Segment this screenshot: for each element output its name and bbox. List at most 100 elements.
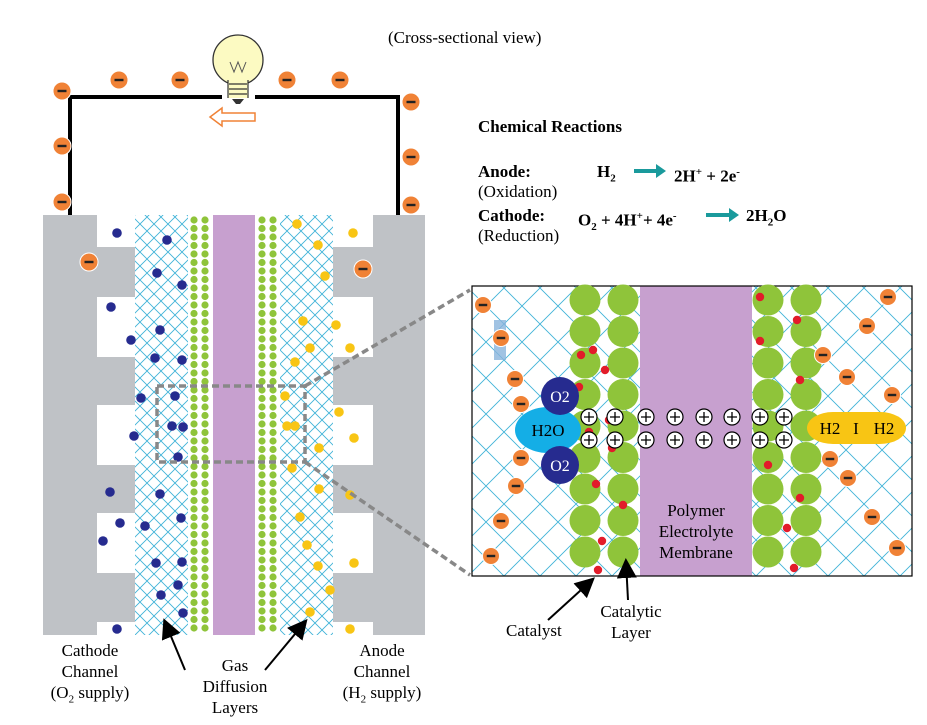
catalyst-particle <box>190 386 198 394</box>
catalytic-layer-label: Catalytic Layer <box>595 601 667 643</box>
catalyst-particle <box>269 437 277 445</box>
catalyst-particle <box>190 556 198 564</box>
anode-sub: (Oxidation) <box>478 182 558 201</box>
oxygen-molecule-bottom: O2 <box>541 446 579 484</box>
electron <box>401 147 421 167</box>
catalyst-particle <box>201 445 209 454</box>
catalyst-particle-large <box>569 284 601 316</box>
hydrogen-dot <box>292 219 302 229</box>
catalyst-particle <box>269 530 277 539</box>
catalyst-particle <box>258 403 266 411</box>
catalyst-particle-large <box>569 316 601 347</box>
catalyst-particle <box>269 369 277 377</box>
catalyst-particle <box>190 360 198 369</box>
catalyst-particle-large <box>607 347 639 379</box>
catalyst-particle <box>258 615 266 624</box>
catalyst-particle <box>190 590 198 598</box>
catalyst-particle <box>269 224 277 233</box>
hydrogen-dot <box>349 433 359 443</box>
catalyst-particle <box>190 301 198 309</box>
electron <box>52 192 72 212</box>
catalyst-particle <box>269 607 277 615</box>
catalyst-red-dot <box>755 336 765 346</box>
catalyst-particle <box>269 267 277 275</box>
catalyst-label: Catalyst <box>506 621 562 640</box>
catalyst-particle <box>258 590 266 598</box>
electron <box>821 450 839 468</box>
oxygen-dot <box>115 518 125 528</box>
hydrogen-dot <box>287 463 297 473</box>
catalyst-particle <box>190 284 198 292</box>
proton <box>775 408 793 426</box>
catalyst-particle <box>201 394 209 403</box>
catalyst-particle <box>190 216 198 224</box>
catalyst-particle <box>190 224 198 233</box>
zoom-membrane <box>640 286 752 576</box>
electron <box>492 512 510 530</box>
catalyst-particle <box>201 403 209 411</box>
o2-text-top: O2 <box>550 389 570 406</box>
catalyst-particle <box>190 471 198 479</box>
anode-channel-label: Anode Channel (H2 supply) <box>330 640 434 710</box>
catalyst-particle <box>269 488 277 496</box>
catalyst-particle <box>201 556 209 564</box>
oxygen-dot <box>105 487 115 497</box>
catalyst-particle <box>190 522 198 530</box>
electron <box>506 370 524 388</box>
oxygen-molecules <box>98 228 188 634</box>
catalyst-particle <box>190 530 198 539</box>
reaction-arrow-icon <box>634 164 739 222</box>
catalyst-particle-large <box>752 505 784 536</box>
catalyst-particle <box>190 318 198 326</box>
catalyst-particle <box>269 216 277 224</box>
catalyst-particle <box>190 607 198 615</box>
catalyst-particle <box>258 530 266 539</box>
oxygen-dot <box>162 235 172 245</box>
catalyst-particle <box>190 598 198 607</box>
oxygen-molecule-top: O2 <box>541 377 579 415</box>
catalyst-particle <box>258 607 266 615</box>
catalyst-particle <box>258 471 266 479</box>
membrane-strip <box>213 215 255 635</box>
proton <box>775 431 793 449</box>
catalyst-particle <box>269 556 277 564</box>
catalyst-particle-large <box>752 379 784 410</box>
catalyst-particle <box>201 564 209 573</box>
catalyst-particle-large <box>607 379 639 410</box>
catalyst-particle <box>190 462 198 471</box>
catalyst-particle <box>190 326 198 335</box>
oxygen-dot <box>167 421 177 431</box>
oxygen-dot <box>155 489 165 499</box>
membrane-line1: Polymer <box>667 501 725 520</box>
catalyst-particle <box>258 335 266 343</box>
catalyst-particle <box>201 309 209 318</box>
catalyst-particle <box>269 318 277 326</box>
hydrogen-dot <box>313 561 323 571</box>
catalyst-particle <box>269 420 277 428</box>
catalyst-particle <box>201 607 209 615</box>
catalyst-particle <box>201 513 209 522</box>
catalyst-particle <box>190 479 198 488</box>
catalyst-particle <box>190 581 198 590</box>
catalyst-particle <box>258 547 266 556</box>
catalyst-particle <box>190 454 198 462</box>
catalyst-particle <box>201 471 209 479</box>
oxygen-dot <box>140 521 150 531</box>
oxygen-dot <box>176 513 186 523</box>
catalyst-particle <box>190 250 198 258</box>
oxygen-dot <box>112 624 122 634</box>
catalyst-particle <box>258 369 266 377</box>
proton <box>695 431 713 449</box>
cathode-right-eq: 2H2O <box>746 206 787 229</box>
anode-channel <box>333 215 425 635</box>
catalyst-particle <box>258 564 266 573</box>
catalyst-particle-large <box>607 473 639 505</box>
electron <box>330 70 350 90</box>
cathode-label: Cathode: <box>478 206 546 225</box>
catalyst-particle <box>258 479 266 488</box>
catalyst-particle <box>190 420 198 428</box>
zoom-connector-top <box>304 288 471 388</box>
oxygen-dot <box>150 353 160 363</box>
catalyst-particle <box>190 564 198 573</box>
catalyst-particle-large <box>790 505 822 536</box>
